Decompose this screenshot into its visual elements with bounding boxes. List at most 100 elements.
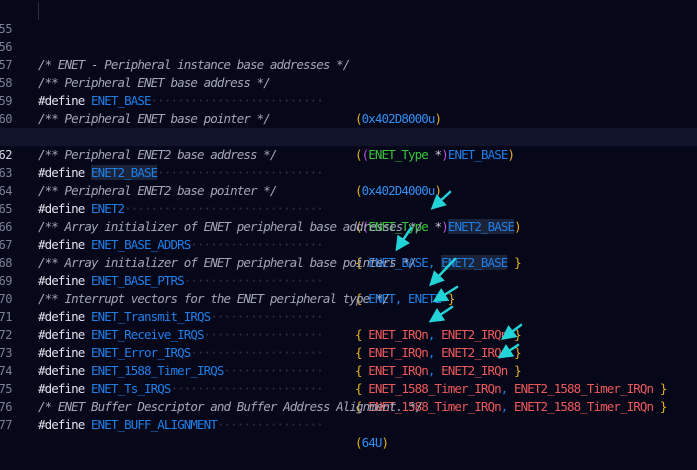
macro-value: { ENET_1588_Timer_IRQn, ENET2_1588_Timer… <box>355 398 667 416</box>
enum-ref: ENET_1588_Timer_IRQn <box>368 381 501 396</box>
code-line[interactable]: 73 #define ENET_1588_Timer_IRQS·········… <box>0 326 697 396</box>
paren: ) <box>514 219 521 234</box>
macro-value: (0x402D8000u) <box>355 110 442 128</box>
comment: /** Array initializer of ENET peripheral… <box>38 255 417 270</box>
enum-ref: ENET_IRQn <box>368 363 429 378</box>
code-line[interactable]: 69 /** Interrupt vectors for the ENET pe… <box>0 254 697 306</box>
brace: { <box>355 363 369 378</box>
comment: /** Peripheral ENET base pointer */ <box>38 111 271 126</box>
line-number: 64 <box>0 184 13 198</box>
code-line[interactable]: 65 /** Array initializer of ENET periphe… <box>0 182 697 234</box>
macro-value: ((ENET_Type *)ENET_BASE) <box>355 146 515 164</box>
enum-ref: ENET2_IRQn <box>441 363 508 378</box>
define-statement: #define ENET_1588_Timer_IRQS············… <box>38 362 324 380</box>
code-line[interactable]: 59 /** Peripheral ENET base pointer */ <box>0 74 697 126</box>
paren: ) <box>507 147 515 162</box>
code-line[interactable]: 55 <box>0 2 697 36</box>
code-line[interactable]: 72 #define ENET_Error_IRQS··············… <box>0 308 697 378</box>
macro-name: ENET_BUFF_ALIGNMENT <box>91 417 218 432</box>
comment: /** Peripheral ENET base address */ <box>38 75 271 90</box>
brace: { <box>355 291 369 306</box>
line-number: 68 <box>0 256 13 270</box>
line-number: 76 <box>0 400 13 414</box>
comment: /* ENET - Peripheral instance base addre… <box>38 57 350 72</box>
line-number: 58 <box>0 76 13 90</box>
brace: } <box>507 363 522 378</box>
brace: { <box>355 255 369 270</box>
code-line[interactable]: 70 #define ENET_Transmit_IRQS···········… <box>0 272 697 342</box>
line-number: 70 <box>0 292 13 306</box>
line-number: 66 <box>0 220 13 234</box>
enum-ref: ENET2_1588_Timer_IRQn <box>514 381 654 396</box>
define-keyword: #define <box>38 327 85 342</box>
line-number: 73 <box>0 346 13 360</box>
brace: { <box>355 381 369 396</box>
code-line[interactable]: 74 #define ENET_Ts_IRQS·················… <box>0 344 697 414</box>
comma: , <box>427 255 442 270</box>
brace: { <box>355 399 369 414</box>
code-line-current[interactable]: 62 #define ENET2_BASE···················… <box>0 128 697 198</box>
alignment-dots: ······························ <box>124 201 324 216</box>
define-statement: #define ENET2···························… <box>38 200 324 218</box>
code-line[interactable]: 64 #define ENET2························… <box>0 164 697 234</box>
macro-value: { ENET_1588_Timer_IRQn, ENET2_1588_Timer… <box>355 380 668 398</box>
paren: ( <box>355 219 362 234</box>
line-number: 59 <box>0 94 13 108</box>
comment: /* ENET Buffer Descriptor and Buffer Add… <box>38 399 423 414</box>
macro-name: ENET_BASE_PTRS <box>91 273 185 288</box>
line-number: 72 <box>0 328 13 342</box>
alignment-dots: ··············· <box>223 363 324 378</box>
define-statement: #define ENET_BASE_PTRS··················… <box>38 272 324 290</box>
alignment-dots: ················ <box>216 417 324 432</box>
brace: } <box>653 381 668 396</box>
macro-ref-highlighted: ENET2_BASE <box>447 219 515 234</box>
code-line[interactable]: 75 /* ENET Buffer Descriptor and Buffer … <box>0 362 697 414</box>
line-number: 55 <box>0 22 13 36</box>
define-keyword: #define <box>38 381 85 396</box>
macro-value: ((ENET_Type *)ENET2_BASE) <box>355 218 522 236</box>
define-keyword: #define <box>38 309 85 324</box>
code-line[interactable]: 57 /** Peripheral ENET base address */ <box>0 38 697 90</box>
code-line[interactable]: 61 /** Peripheral ENET2 base address */ <box>0 110 697 162</box>
define-keyword: #define <box>38 273 85 288</box>
enum-ref: ENET2_IRQn <box>441 345 508 360</box>
enum-ref: ENET_IRQn <box>368 345 429 360</box>
brace: { <box>355 345 369 360</box>
define-statement: #define ENET_BASE·······················… <box>38 92 324 110</box>
pointer-star: * <box>427 147 443 162</box>
line-number: 69 <box>0 274 13 288</box>
comment: /** Peripheral ENET2 base address */ <box>38 147 277 162</box>
comment: /** Interrupt vectors for the ENET perip… <box>38 291 390 306</box>
code-editor[interactable]: 55 56 /* ENET - Peripheral instance base… <box>0 2 697 450</box>
code-line[interactable]: 56 /* ENET - Peripheral instance base ad… <box>0 20 697 72</box>
type-name: ENET_Type <box>368 219 429 234</box>
line-number: 77 <box>0 418 13 432</box>
macro-name: ENET_Error_IRQS <box>91 345 191 360</box>
define-statement: #define ENET_BUFF_ALIGNMENT·············… <box>38 416 324 434</box>
code-line[interactable]: 67 /** Array initializer of ENET periphe… <box>0 218 697 270</box>
comment: /** Peripheral ENET2 base pointer */ <box>38 183 277 198</box>
paren: ( <box>355 435 362 450</box>
code-line[interactable]: 58 #define ENET_BASE····················… <box>0 56 697 126</box>
code-line[interactable]: 76 #define ENET_BUFF_ALIGNMENT··········… <box>0 380 697 450</box>
macro-name: ENET2_BASE <box>91 165 158 180</box>
code-line[interactable]: 60 #define ENET·························… <box>0 92 697 162</box>
alignment-dots: ···················· <box>190 345 323 360</box>
indent-guide <box>38 2 39 20</box>
alignment-dots: ······················· <box>170 381 324 396</box>
define-keyword: #define <box>38 345 85 360</box>
code-line[interactable]: 77 <box>0 398 697 432</box>
define-keyword: #define <box>38 363 85 378</box>
line-number: 62 <box>0 148 13 162</box>
macro-name: ENET2 <box>91 201 125 216</box>
code-line[interactable]: 63 /** Peripheral ENET2 base pointer */ <box>0 146 697 198</box>
macro-name: ENET_Ts_IRQS <box>91 381 171 396</box>
brace: { <box>355 327 369 342</box>
code-line[interactable]: 71 #define ENET_Receive_IRQS············… <box>0 290 697 360</box>
code-line[interactable]: 66 #define ENET_BASE_ADDRS··············… <box>0 200 697 270</box>
comment: /** Array initializer of ENET peripheral… <box>38 219 423 234</box>
macro-ref: ENET_BASE <box>447 147 509 162</box>
line-number: 71 <box>0 310 13 324</box>
code-line[interactable]: 68 #define ENET_BASE_PTRS···············… <box>0 236 697 306</box>
paren: ) <box>434 111 442 126</box>
